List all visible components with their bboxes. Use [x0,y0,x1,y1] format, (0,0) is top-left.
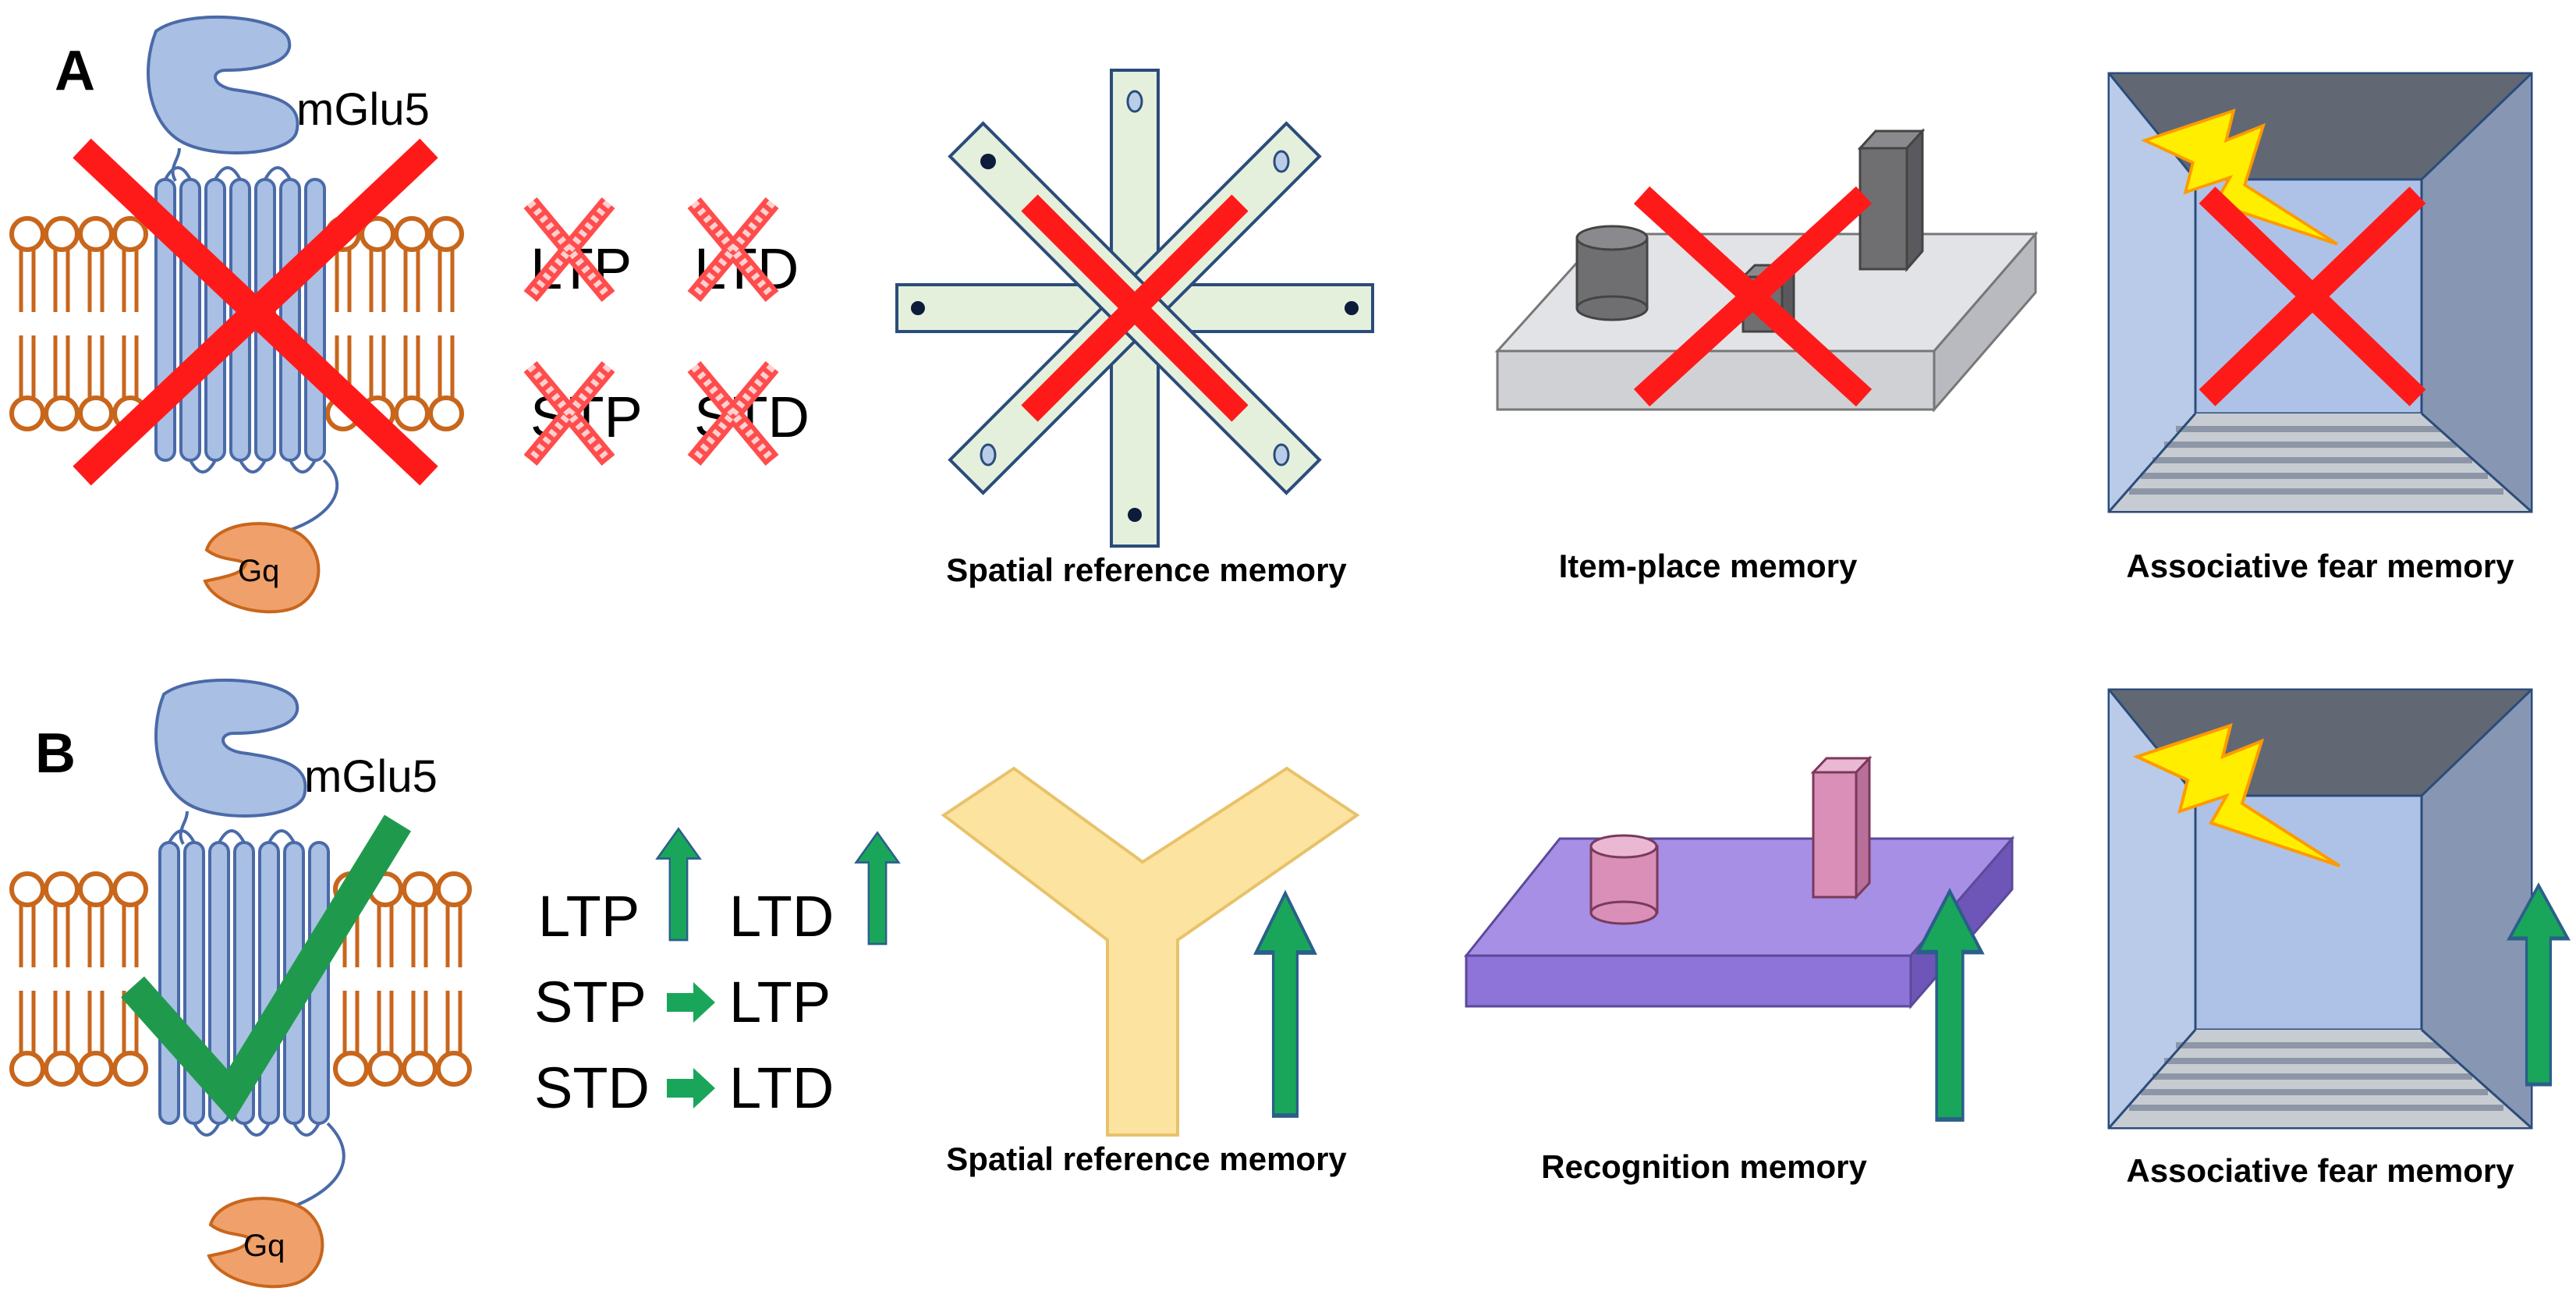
gq-label-a: Gq [238,554,279,588]
red-cross-icon-a-receptor [73,138,438,486]
plasticity-b-std-ltd: LTD [729,1055,834,1120]
caption-a-spatial: Spatial reference memory [946,552,1347,588]
membrane-bilayer-left-b [12,874,146,1084]
up-arrow-icon-spatial [1256,893,1315,1116]
caption-b-recognition: Recognition memory [1541,1148,1867,1185]
cylinder-object-gray [1575,225,1649,321]
fear-conditioning-box-b [2107,688,2533,1130]
receptor-label-b: mGlu5 [304,751,438,802]
membrane-bilayer-left-a [12,218,146,429]
plasticity-b-ltd: LTD [729,884,834,949]
venus-flytrap-domain-b [154,678,307,818]
receptor-label-a: mGlu5 [296,84,430,135]
up-arrow-icon-ltp [656,828,701,942]
object-platform-gray [1494,128,2039,413]
plasticity-b-std: STD [534,1055,650,1120]
up-arrow-icon-ltd [855,832,900,945]
caption-b-spatial: Spatial reference memory [946,1140,1347,1177]
caption-a-fear: Associative fear memory [2126,548,2514,584]
panel-b: B mGlu5 Gq LTP LTD STP LTP STD LTD Spati… [12,678,2567,1289]
fear-conditioning-box-a [2107,72,2533,513]
right-arrow-icon-std [667,1068,715,1109]
tall-block-object-pink [1810,755,1873,900]
plasticity-b-stp: STP [534,970,647,1034]
green-check-icon [121,814,412,1123]
tall-block-object-gray [1857,128,1926,273]
panel-a-label: A [55,40,95,102]
y-maze-icon [941,766,1360,1137]
gq-label-b: Gq [243,1229,285,1263]
panel-b-label: B [35,722,76,785]
caption-a-item-place: Item-place memory [1559,548,1858,584]
radial-arm-maze-icon [895,69,1374,548]
cylinder-object-pink [1589,834,1659,925]
panel-a: A mGlu5 Gq LTP LTD STP STD [12,15,2533,614]
venus-flytrap-domain-a [147,15,299,155]
plasticity-b-stp-ltp: LTP [729,970,831,1034]
right-arrow-icon-stp [667,982,715,1023]
caption-b-fear: Associative fear memory [2126,1152,2514,1189]
plasticity-b-ltp: LTP [538,884,640,949]
object-platform-purple [1463,755,2015,1010]
